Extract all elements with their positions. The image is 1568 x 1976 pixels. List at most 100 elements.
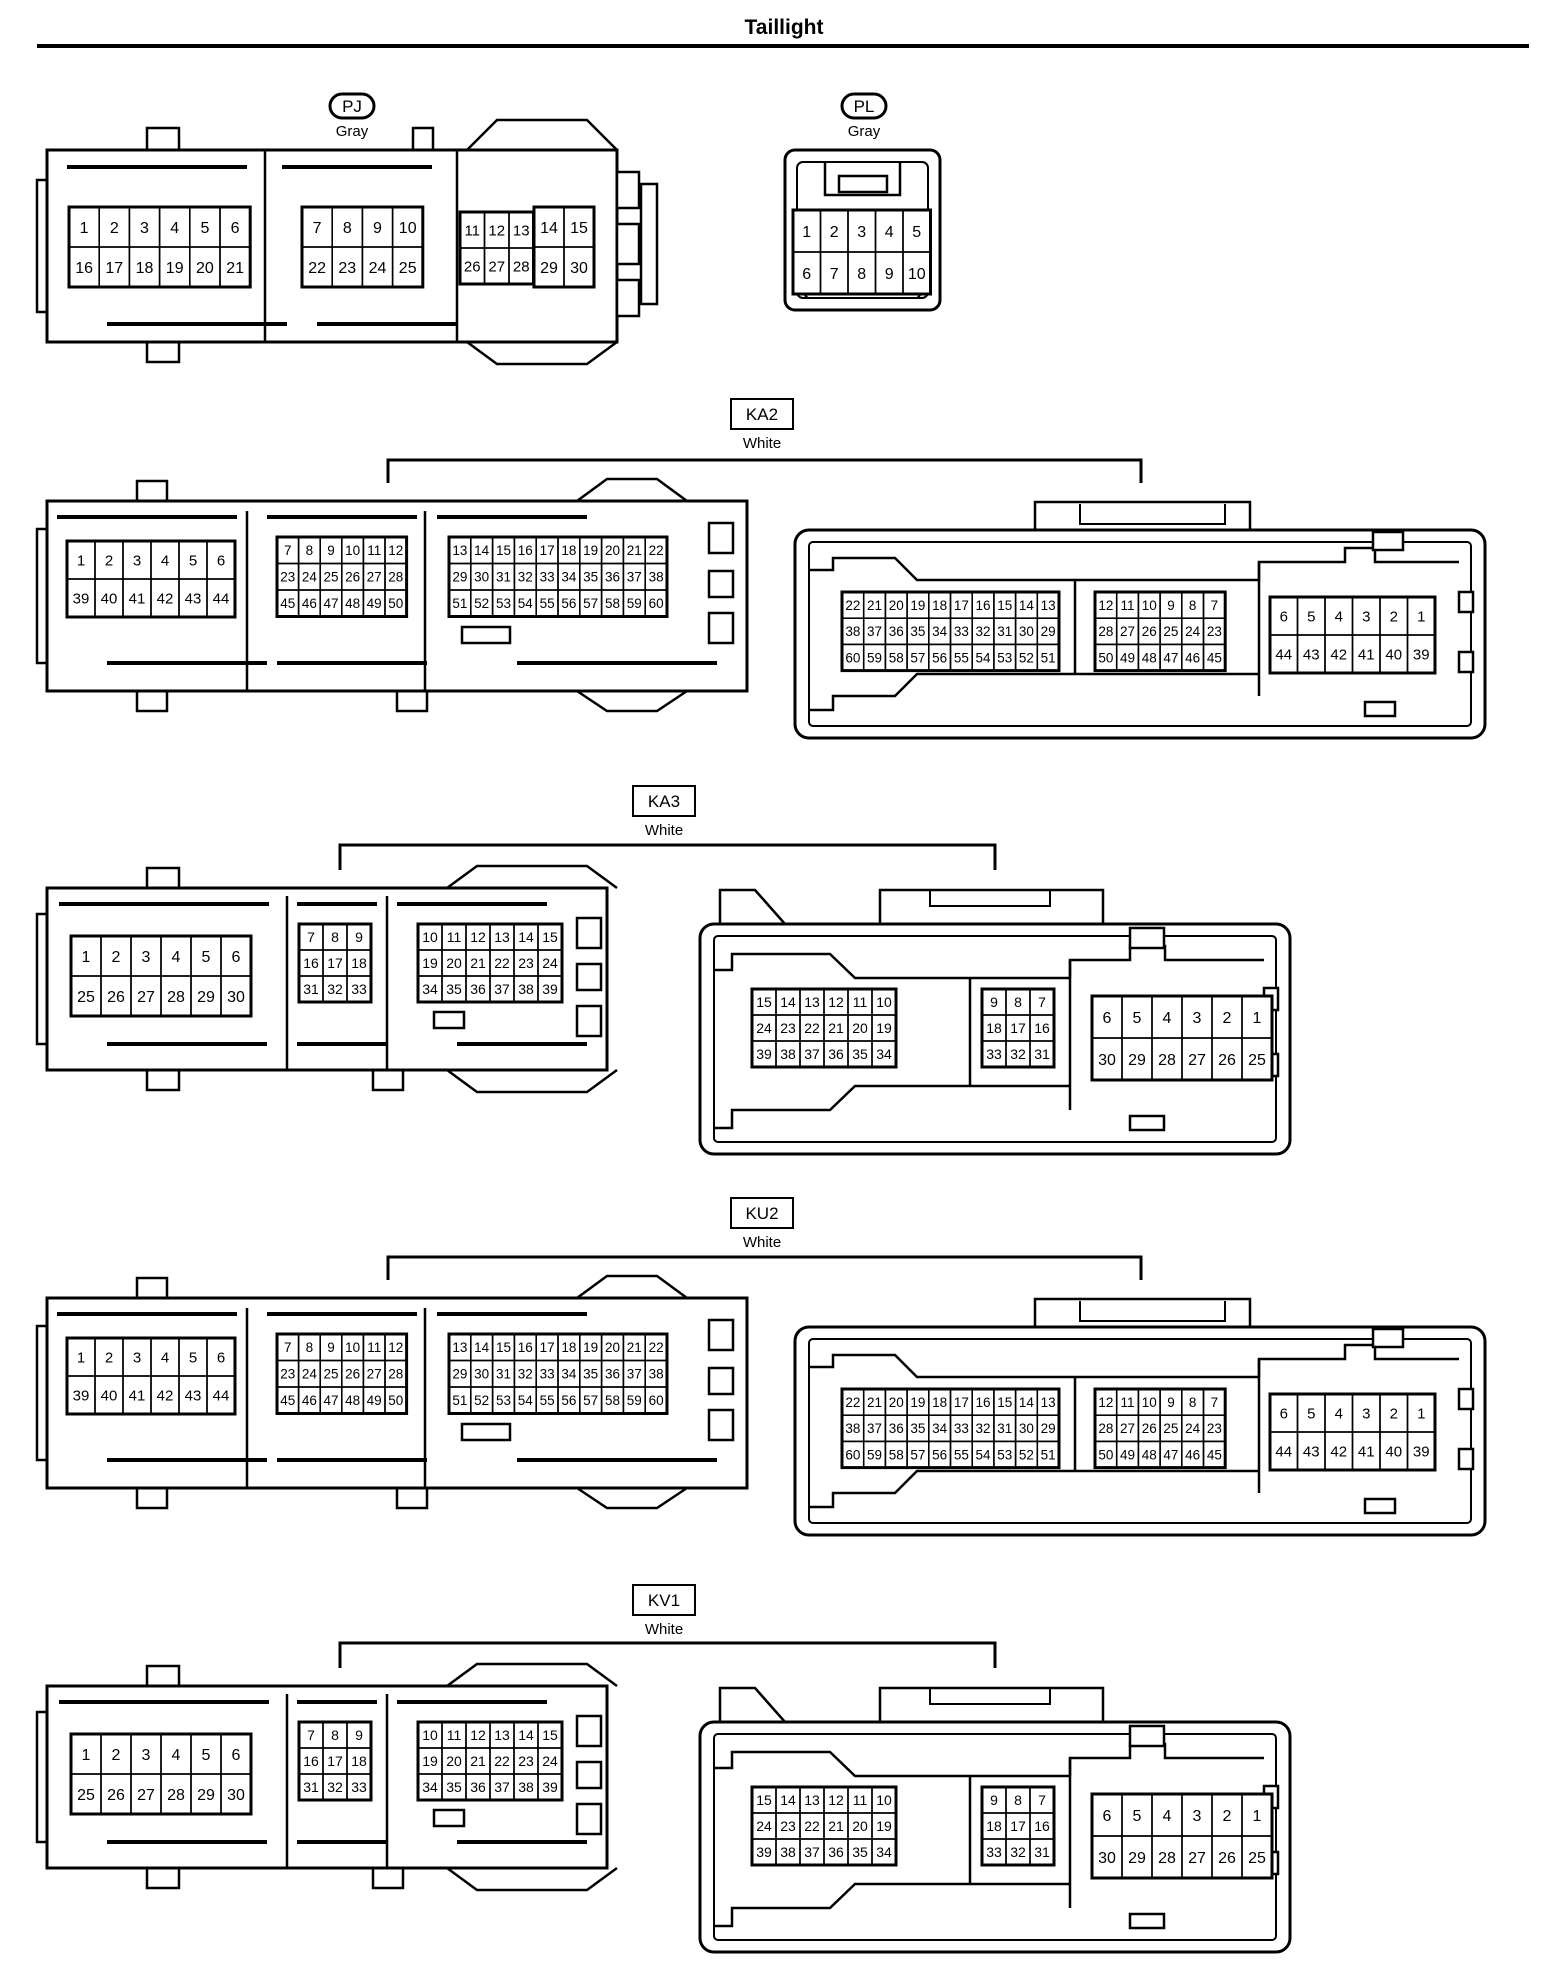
pin-number: 10 bbox=[908, 266, 926, 283]
pin-number: 11 bbox=[447, 1727, 462, 1743]
pin-number: 38 bbox=[518, 1779, 534, 1795]
pin-number: 37 bbox=[494, 981, 510, 997]
pin-number: 26 bbox=[1218, 1850, 1236, 1867]
pin-number: 59 bbox=[627, 596, 642, 611]
pin-number: 10 bbox=[422, 1727, 438, 1743]
pin-number: 7 bbox=[313, 220, 322, 237]
pin-cavity bbox=[1241, 1037, 1273, 1081]
pin-number: 35 bbox=[583, 570, 598, 585]
pin-number: 6 bbox=[1280, 1405, 1288, 1422]
pin-number: 28 bbox=[1158, 1052, 1176, 1069]
pin-cavity bbox=[1029, 1838, 1055, 1866]
pin-number: 10 bbox=[1142, 1395, 1157, 1410]
pin-number: 14 bbox=[1019, 1395, 1035, 1410]
pin-cavity bbox=[1029, 1040, 1055, 1068]
pin-cavity bbox=[219, 246, 251, 288]
pin-number: 18 bbox=[932, 1395, 947, 1410]
pin-number: 26 bbox=[1218, 1052, 1236, 1069]
pin-number: 40 bbox=[101, 1387, 118, 1404]
pin-number: 10 bbox=[422, 929, 438, 945]
connector-code-box bbox=[632, 1584, 696, 1616]
pin-number: 27 bbox=[1188, 1052, 1206, 1069]
pin-number: 10 bbox=[345, 543, 360, 558]
pin-number: 42 bbox=[157, 1387, 174, 1404]
pin-number: 23 bbox=[280, 570, 295, 585]
housing-line bbox=[371, 1070, 405, 1092]
pin-number: 3 bbox=[133, 1349, 141, 1366]
pin-number: 36 bbox=[828, 1046, 844, 1062]
pin-number: 4 bbox=[1163, 1808, 1172, 1825]
pin-cavity bbox=[871, 1040, 897, 1068]
pin-number: 8 bbox=[1189, 1395, 1197, 1410]
pin-number: 5 bbox=[189, 552, 197, 569]
pin-number: 19 bbox=[166, 260, 184, 277]
pin-number: 45 bbox=[1207, 650, 1222, 665]
pin-number: 36 bbox=[828, 1844, 844, 1860]
housing-outline bbox=[837, 174, 889, 194]
housing-line bbox=[576, 689, 688, 713]
pin-number: 18 bbox=[986, 1818, 1002, 1834]
pin-number: 15 bbox=[542, 1727, 558, 1743]
pin-number: 11 bbox=[464, 222, 480, 239]
slot-bar bbox=[107, 1840, 267, 1844]
housing-line bbox=[446, 1068, 618, 1094]
pin-number: 37 bbox=[867, 624, 882, 639]
housing-line bbox=[576, 1486, 688, 1510]
pin-number: 25 bbox=[399, 260, 417, 277]
pin-number: 31 bbox=[303, 981, 319, 997]
pin-number: 13 bbox=[494, 929, 510, 945]
pin-number: 23 bbox=[1207, 1421, 1222, 1436]
pin-number: 9 bbox=[327, 543, 335, 558]
pin-number: 8 bbox=[1014, 994, 1022, 1010]
housing-outline bbox=[713, 935, 1277, 1143]
pin-number: 7 bbox=[1038, 994, 1046, 1010]
pin-number: 15 bbox=[997, 598, 1012, 613]
pin-number: 35 bbox=[910, 624, 925, 639]
pin-number: 21 bbox=[627, 1340, 642, 1355]
pin-number: 30 bbox=[1098, 1052, 1116, 1069]
connector-code: KA3 bbox=[648, 792, 680, 811]
pin-number: 32 bbox=[518, 570, 533, 585]
pin-number: 28 bbox=[388, 570, 403, 585]
connector-color: White bbox=[743, 435, 781, 452]
pin-number: 20 bbox=[605, 1340, 620, 1355]
slot-bar bbox=[57, 515, 237, 519]
pin-number: 13 bbox=[494, 1727, 510, 1743]
pin-cavity bbox=[644, 1386, 668, 1415]
pin-number: 30 bbox=[1019, 624, 1034, 639]
slot-bar bbox=[107, 322, 287, 326]
slot-bar bbox=[282, 165, 432, 169]
pin-number: 17 bbox=[540, 1340, 555, 1355]
pin-number: 51 bbox=[452, 1393, 467, 1408]
housing-outline bbox=[615, 278, 641, 318]
pin-number: 36 bbox=[470, 981, 486, 997]
pin-number: 24 bbox=[1185, 1421, 1201, 1436]
pin-number: 21 bbox=[867, 598, 882, 613]
pin-number: 12 bbox=[828, 1792, 844, 1808]
pin-number: 21 bbox=[470, 1753, 486, 1769]
pin-number: 8 bbox=[331, 929, 339, 945]
pin-number: 2 bbox=[112, 949, 121, 966]
pin-number: 17 bbox=[327, 1753, 343, 1769]
slot-bar bbox=[457, 1840, 587, 1844]
pin-number: 11 bbox=[853, 1792, 868, 1808]
pin-number: 8 bbox=[857, 266, 866, 283]
pin-number: 11 bbox=[1121, 1395, 1135, 1410]
pin-number: 2 bbox=[105, 552, 113, 569]
pin-number: 38 bbox=[649, 570, 664, 585]
housing-line bbox=[718, 1686, 786, 1723]
pin-number: 24 bbox=[369, 260, 387, 277]
pin-number: 39 bbox=[73, 1387, 90, 1404]
pin-number: 10 bbox=[399, 220, 417, 237]
housing-line bbox=[809, 672, 1259, 712]
pin-number: 35 bbox=[446, 981, 462, 997]
pin-number: 49 bbox=[367, 1393, 382, 1408]
slot-bar bbox=[317, 322, 457, 326]
pin-number: 7 bbox=[1211, 1395, 1219, 1410]
housing-outline bbox=[1363, 1497, 1397, 1515]
pin-cavity bbox=[206, 578, 236, 618]
pin-number: 2 bbox=[830, 224, 839, 241]
pin-number: 47 bbox=[323, 1393, 338, 1408]
connector-code: PJ bbox=[342, 97, 362, 116]
